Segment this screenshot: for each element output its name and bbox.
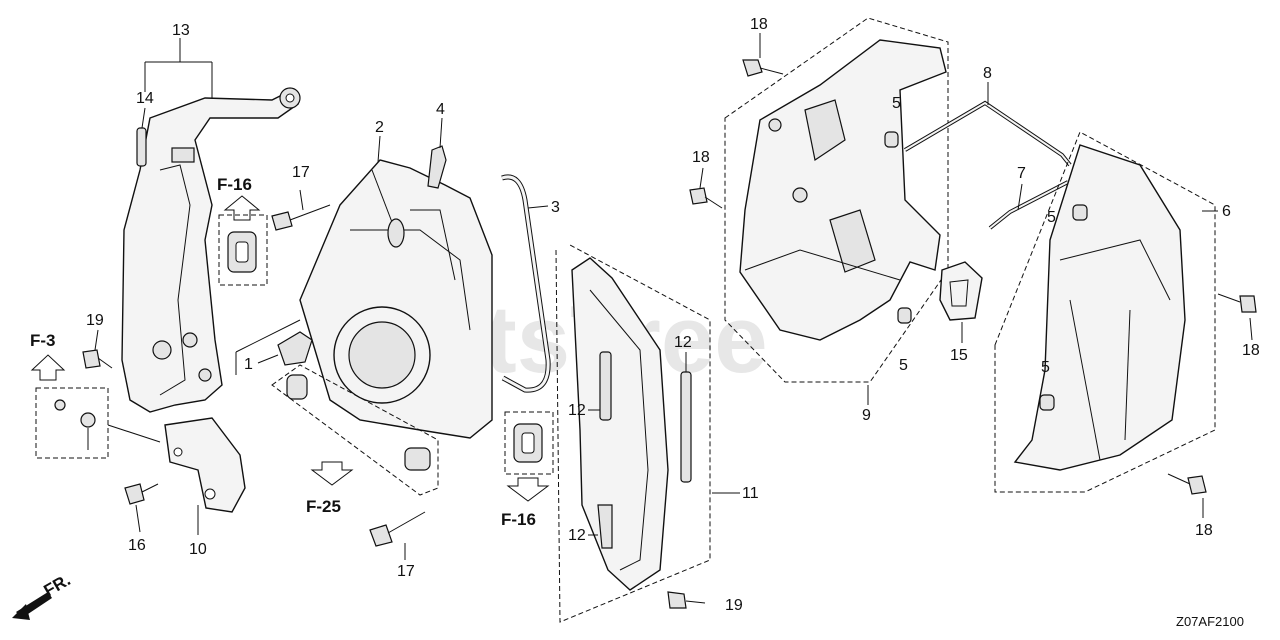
arrow-f3-up: [30, 354, 66, 381]
bolt-18-a[interactable]: [742, 59, 784, 77]
callout-9[interactable]: 9: [862, 407, 871, 424]
callout-12-lower[interactable]: 12: [568, 527, 586, 544]
bracket-part-1[interactable]: [277, 331, 313, 366]
callout-2[interactable]: 2: [375, 119, 384, 136]
callout-17-bottom[interactable]: 17: [397, 563, 415, 580]
arrow-f16-up: [223, 195, 261, 221]
grommet-left: [218, 214, 268, 286]
front-arrow-icon: [12, 592, 52, 620]
rubber-mount-part-15[interactable]: [939, 261, 983, 321]
seal-strips-part-12[interactable]: [597, 351, 692, 549]
ref-f25[interactable]: F-25: [306, 497, 341, 516]
callout-6[interactable]: 6: [1222, 203, 1231, 220]
clip-part-14[interactable]: [136, 127, 147, 167]
callout-1[interactable]: 1: [244, 356, 253, 373]
plate-part-10[interactable]: [164, 417, 246, 513]
ref-f16-top[interactable]: F-16: [217, 175, 252, 194]
bolt-18-d[interactable]: [1167, 473, 1207, 495]
collar-5-d[interactable]: [1039, 394, 1055, 411]
callout-12-middle[interactable]: 12: [568, 402, 586, 419]
callout-11[interactable]: 11: [742, 485, 759, 502]
frame-bracket-part-13[interactable]: [121, 87, 301, 413]
callout-5-right[interactable]: 5: [1047, 209, 1056, 226]
bolt-18-b[interactable]: [689, 187, 723, 209]
callout-5-lower[interactable]: 5: [1041, 359, 1050, 376]
callout-14[interactable]: 14: [136, 90, 154, 107]
diagram-code: Z07AF2100: [1176, 614, 1244, 629]
callout-13[interactable]: 13: [172, 22, 190, 39]
arrow-f25-down: [310, 461, 354, 486]
callout-8[interactable]: 8: [983, 65, 992, 82]
collar-5-b[interactable]: [897, 307, 912, 324]
callout-16[interactable]: 16: [128, 537, 146, 554]
callout-18-left[interactable]: 18: [692, 149, 710, 166]
collar-5-a[interactable]: [884, 131, 899, 148]
grommet-dashed-group: [271, 364, 439, 496]
callout-10[interactable]: 10: [189, 541, 207, 558]
callout-15[interactable]: 15: [950, 347, 968, 364]
callout-12-upper[interactable]: 12: [674, 334, 692, 351]
bolt-18-c[interactable]: [1217, 293, 1257, 313]
bolt-19-b[interactable]: [667, 591, 706, 609]
leader-lines: [94, 33, 1253, 560]
callout-18-right[interactable]: 18: [1242, 342, 1260, 359]
seal-frame-part-11[interactable]: [555, 244, 711, 623]
collar-5-c[interactable]: [1072, 204, 1088, 221]
ref-f3[interactable]: F-3: [30, 331, 56, 350]
callout-5-top[interactable]: 5: [892, 95, 901, 112]
wire-part-7[interactable]: [988, 180, 1069, 230]
wire-part-8[interactable]: [903, 100, 1072, 167]
bolt-17-b[interactable]: [369, 511, 426, 547]
callout-4[interactable]: 4: [436, 101, 445, 118]
clip-part-4[interactable]: [427, 145, 447, 189]
callout-3[interactable]: 3: [551, 199, 560, 216]
callout-19-bottom[interactable]: 19: [725, 597, 743, 614]
callout-18-top[interactable]: 18: [750, 16, 768, 33]
shroud-part-9[interactable]: [724, 17, 949, 383]
callout-7[interactable]: 7: [1017, 165, 1026, 182]
grommet-right: [504, 411, 554, 475]
bolt-16[interactable]: [124, 483, 159, 505]
bolt-19-a[interactable]: [82, 349, 113, 369]
ref-f16-bottom[interactable]: F-16: [501, 510, 536, 529]
tube-part-3[interactable]: [501, 174, 551, 393]
callout-5-mid[interactable]: 5: [899, 357, 908, 374]
callout-19-left[interactable]: 19: [86, 312, 104, 329]
fan-cover-part-2[interactable]: [299, 159, 493, 439]
callout-18-bottom[interactable]: 18: [1195, 522, 1213, 539]
shroud-part-6[interactable]: [994, 131, 1216, 493]
callout-17-top[interactable]: 17: [292, 164, 310, 181]
bolt-17-a[interactable]: [271, 204, 331, 231]
f3-terminal-group: [35, 387, 161, 459]
arrow-f16-down: [506, 477, 550, 502]
